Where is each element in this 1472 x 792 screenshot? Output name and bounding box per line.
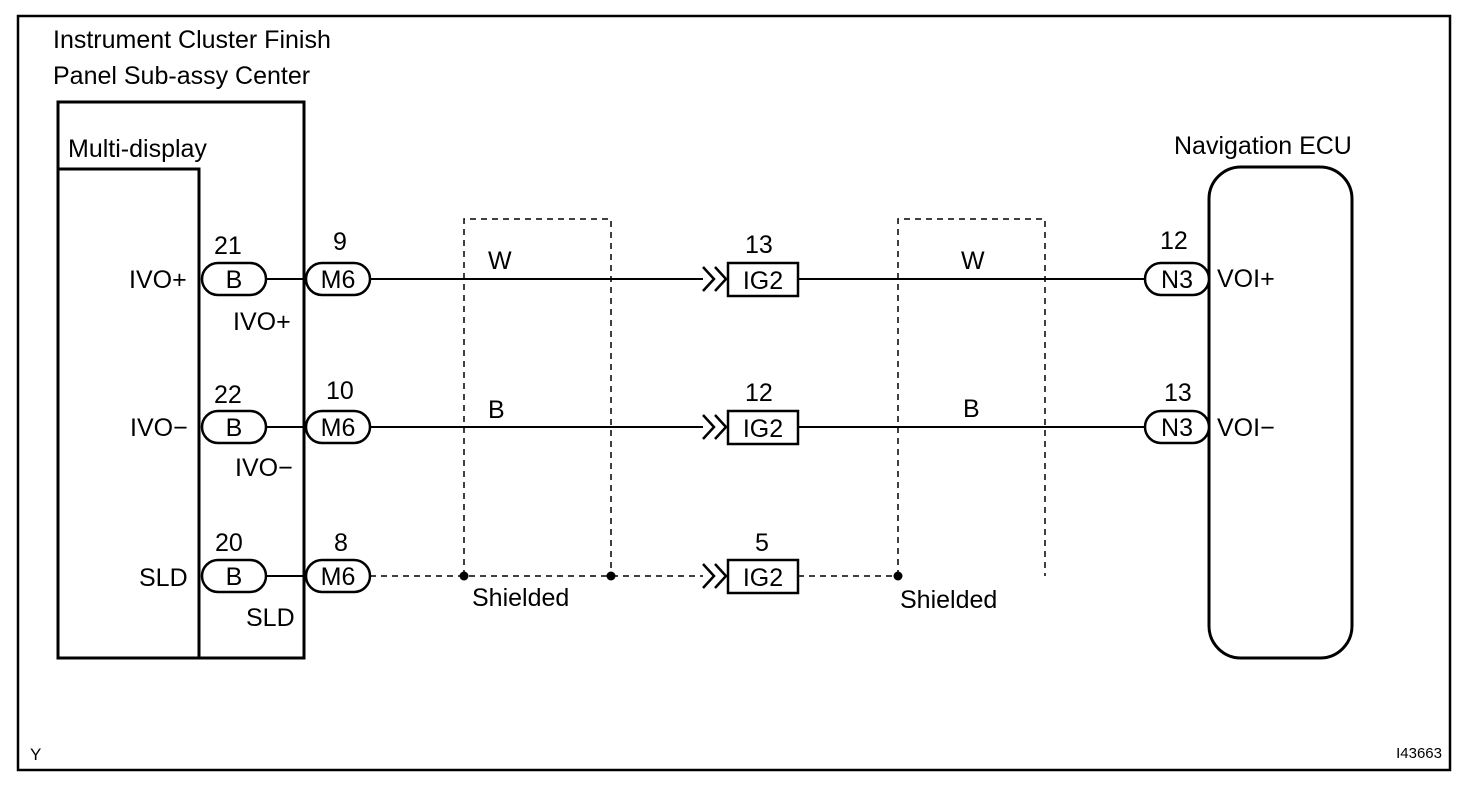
connector-n-label: N3	[1161, 266, 1193, 294]
connector-ig-label: IG2	[743, 267, 783, 295]
pin-m-number: 8	[334, 529, 348, 557]
wire-color-left: W	[488, 247, 512, 275]
figure-id: I43663	[1396, 745, 1442, 762]
shield-node	[459, 571, 469, 581]
shield-node	[606, 571, 616, 581]
shielded-label-left: Shielded	[472, 584, 569, 612]
connector-m-label: M6	[321, 266, 356, 294]
connector-n-label: N3	[1161, 414, 1193, 442]
wire-color-left: B	[488, 396, 505, 424]
connector-ig-label: IG2	[743, 564, 783, 592]
connector-n	[1143, 409, 1211, 445]
connector-ig	[726, 558, 800, 595]
connector-ig-label: IG2	[743, 415, 783, 443]
pin-m-number: 10	[326, 377, 354, 405]
signal-left-label: SLD	[139, 564, 188, 592]
connector-b-label: B	[226, 266, 243, 294]
cluster-title-line2: Panel Sub-assy Center	[53, 62, 310, 90]
pin-n-number: 12	[1160, 227, 1188, 255]
signal-left-label: IVO−	[130, 414, 188, 442]
shield-node	[893, 571, 903, 581]
row-ivo-minus: IVO− 22 B IVO− 10 M6 B 12 IG2 B 13 N3 VO…	[130, 377, 1275, 482]
pin-ig-number: 13	[745, 231, 773, 259]
sub-signal-label: IVO−	[235, 454, 293, 482]
navigation-ecu-label: Navigation ECU	[1174, 132, 1352, 160]
diagram-frame	[16, 14, 1452, 772]
connector-b-label: B	[226, 563, 243, 591]
connector-n	[1143, 261, 1211, 297]
shield-box-right	[897, 218, 1046, 576]
pin-b-number: 20	[215, 529, 243, 557]
pin-m-number: 9	[333, 228, 347, 256]
junction-arrows-icon	[702, 563, 728, 589]
wire-color-right: W	[961, 247, 985, 275]
pin-ig-number: 12	[745, 379, 773, 407]
navigation-ecu-box	[1207, 165, 1354, 660]
signal-right-label: VOI−	[1217, 414, 1275, 442]
pin-b-number: 22	[214, 381, 242, 409]
shield-box-left	[463, 218, 612, 576]
multi-display-label: Multi-display	[68, 135, 207, 163]
connector-b-label: B	[226, 414, 243, 442]
shielded-label-right: Shielded	[900, 586, 997, 614]
cluster-title-line1: Instrument Cluster Finish	[53, 26, 331, 54]
signal-right-label: VOI+	[1217, 265, 1275, 293]
sub-signal-label: IVO+	[233, 308, 291, 336]
signal-left-label: IVO+	[129, 266, 187, 294]
pin-b-number: 21	[214, 232, 242, 260]
junction-arrows-icon	[702, 414, 728, 440]
corner-label-left: Y	[30, 745, 41, 764]
junction-arrows-icon	[702, 266, 728, 292]
sub-signal-label: SLD	[246, 604, 295, 632]
wire-color-right: B	[963, 395, 980, 423]
connector-m-label: M6	[321, 563, 356, 591]
pin-n-number: 13	[1164, 379, 1192, 407]
connector-ig	[726, 409, 800, 446]
pin-ig-number: 5	[755, 529, 769, 557]
connector-m-label: M6	[321, 414, 356, 442]
row-shield: SLD 20 B SLD 8 M6 Shielded 5 IG2 Shielde…	[139, 529, 997, 632]
multi-display-box	[56, 167, 201, 660]
row-ivo-plus: IVO+ 21 B IVO+ 9 M6 W 13 IG2 W 12 N3 VOI…	[129, 227, 1275, 336]
